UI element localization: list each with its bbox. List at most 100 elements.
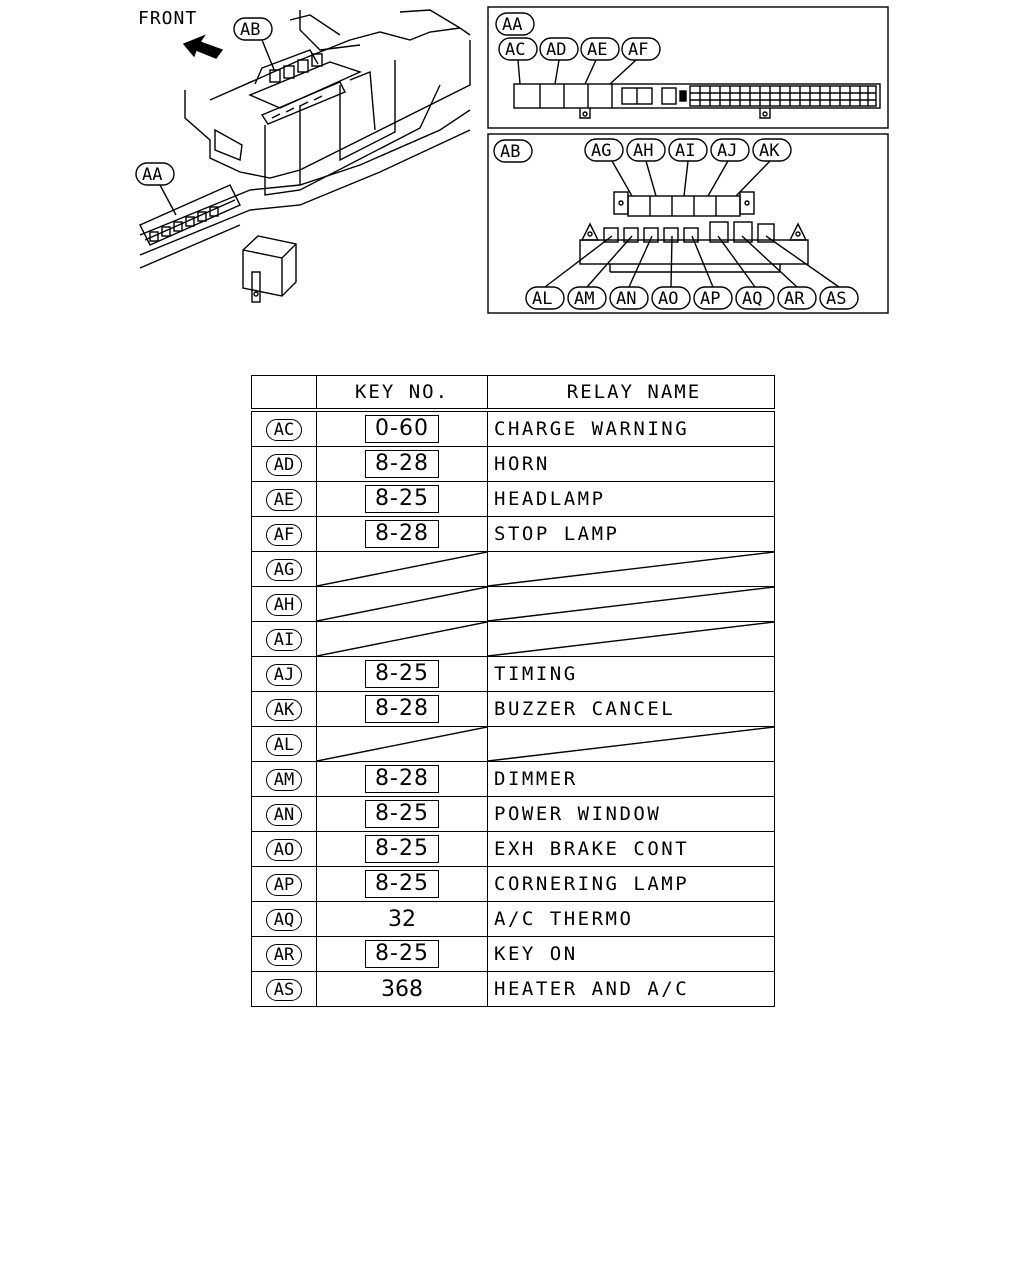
header-relay-name: RELAY NAME [487, 375, 775, 412]
key-no-cell: 8-25 [316, 481, 488, 517]
relay-name-cell: DIMMER [487, 761, 775, 797]
callout-ab: AB [233, 17, 276, 73]
relay-name: BUZZER CANCEL [494, 698, 676, 720]
relay-name-cell: A/C THERMO [487, 901, 775, 937]
ref-cell: AN [251, 796, 317, 832]
relay-name-cell: EXH BRAKE CONT [487, 831, 775, 867]
key-no: 0-60 [365, 415, 439, 443]
relay-name-cell [487, 621, 775, 657]
svg-text:AA: AA [142, 165, 162, 185]
relay-name-cell [487, 726, 775, 762]
relay-name-cell: CHARGE WARNING [487, 409, 775, 447]
svg-text:AO: AO [658, 289, 678, 309]
key-no: 368 [381, 976, 423, 1002]
table-row: AQ 32 A/C THERMO [251, 901, 775, 937]
relay-name: HEADLAMP [494, 488, 606, 510]
ref-label: AD [266, 453, 302, 476]
relay-name: HEATER AND A/C [494, 978, 690, 1000]
relay-name-cell: CORNERING LAMP [487, 866, 775, 902]
svg-text:AH: AH [633, 141, 653, 161]
relay-name-cell [487, 551, 775, 587]
relay-name-cell: POWER WINDOW [487, 796, 775, 832]
relay-name: STOP LAMP [494, 523, 620, 545]
key-no-cell [316, 621, 488, 657]
ref-cell: AI [251, 621, 317, 657]
empty-slash [488, 552, 774, 586]
callout-aa: AA [135, 162, 177, 216]
svg-text:AE: AE [587, 40, 607, 60]
relay-name: A/C THERMO [494, 908, 634, 930]
svg-text:AC: AC [505, 40, 525, 60]
relay-name: KEY ON [494, 943, 578, 965]
key-no-cell: 32 [316, 901, 488, 937]
table-row: AS 368 HEATER AND A/C [251, 971, 775, 1007]
key-no: 8-28 [365, 695, 439, 723]
svg-text:AM: AM [574, 289, 594, 309]
svg-text:AB: AB [500, 142, 520, 162]
ref-label: AP [266, 873, 302, 896]
ref-label: AH [266, 593, 302, 616]
ref-label: AG [266, 558, 302, 581]
ref-cell: AC [251, 409, 317, 447]
ref-label: AI [266, 628, 302, 651]
svg-text:AL: AL [532, 289, 552, 309]
relay-name: HORN [494, 453, 550, 475]
svg-text:AR: AR [784, 289, 805, 309]
ref-cell: AF [251, 516, 317, 552]
key-no: 8-25 [365, 940, 439, 968]
ref-cell: AO [251, 831, 317, 867]
header-key-no: KEY NO. [316, 375, 488, 412]
relay-name-cell: HEATER AND A/C [487, 971, 775, 1007]
table-row: AO 8-25 EXH BRAKE CONT [251, 831, 775, 867]
ref-cell: AG [251, 551, 317, 587]
table-row: AP 8-25 CORNERING LAMP [251, 866, 775, 902]
relay-name-cell: TIMING [487, 656, 775, 692]
empty-slash [488, 622, 774, 656]
svg-text:AS: AS [826, 289, 846, 309]
table-row: AC 0-60 CHARGE WARNING [251, 409, 775, 447]
svg-text:AF: AF [628, 40, 648, 60]
relay-name-cell: HORN [487, 446, 775, 482]
svg-text:AK: AK [759, 141, 780, 161]
empty-slash [488, 587, 774, 621]
key-no: 8-25 [365, 800, 439, 828]
svg-text:AI: AI [675, 141, 695, 161]
key-no: 8-25 [365, 835, 439, 863]
ref-cell: AS [251, 971, 317, 1007]
relay-name: POWER WINDOW [494, 803, 662, 825]
key-no: 8-25 [365, 870, 439, 898]
ref-cell: AL [251, 726, 317, 762]
relay-block-aa [139, 184, 241, 246]
relay-name: DIMMER [494, 768, 578, 790]
ref-label: AO [266, 838, 302, 861]
relay-name: EXH BRAKE CONT [494, 838, 690, 860]
empty-slash [317, 622, 487, 656]
relay-name: CHARGE WARNING [494, 418, 690, 440]
ref-cell: AR [251, 936, 317, 972]
ref-label: AC [266, 418, 302, 441]
ref-cell: AH [251, 586, 317, 622]
ref-label: AL [266, 733, 302, 756]
relay-name-cell: HEADLAMP [487, 481, 775, 517]
key-no-cell: 368 [316, 971, 488, 1007]
ref-label: AM [266, 768, 302, 791]
ref-label: AQ [266, 908, 302, 931]
header-ref [251, 375, 317, 412]
key-no-cell: 8-25 [316, 796, 488, 832]
table-row: AH [251, 586, 775, 622]
svg-text:AN: AN [616, 289, 636, 309]
ref-cell: AD [251, 446, 317, 482]
empty-slash [317, 587, 487, 621]
frame-structure [139, 9, 471, 269]
key-no-cell [316, 586, 488, 622]
table-row: AN 8-25 POWER WINDOW [251, 796, 775, 832]
relay-location-diagram: FRONT [0, 0, 1024, 330]
table-row: AG [251, 551, 775, 587]
